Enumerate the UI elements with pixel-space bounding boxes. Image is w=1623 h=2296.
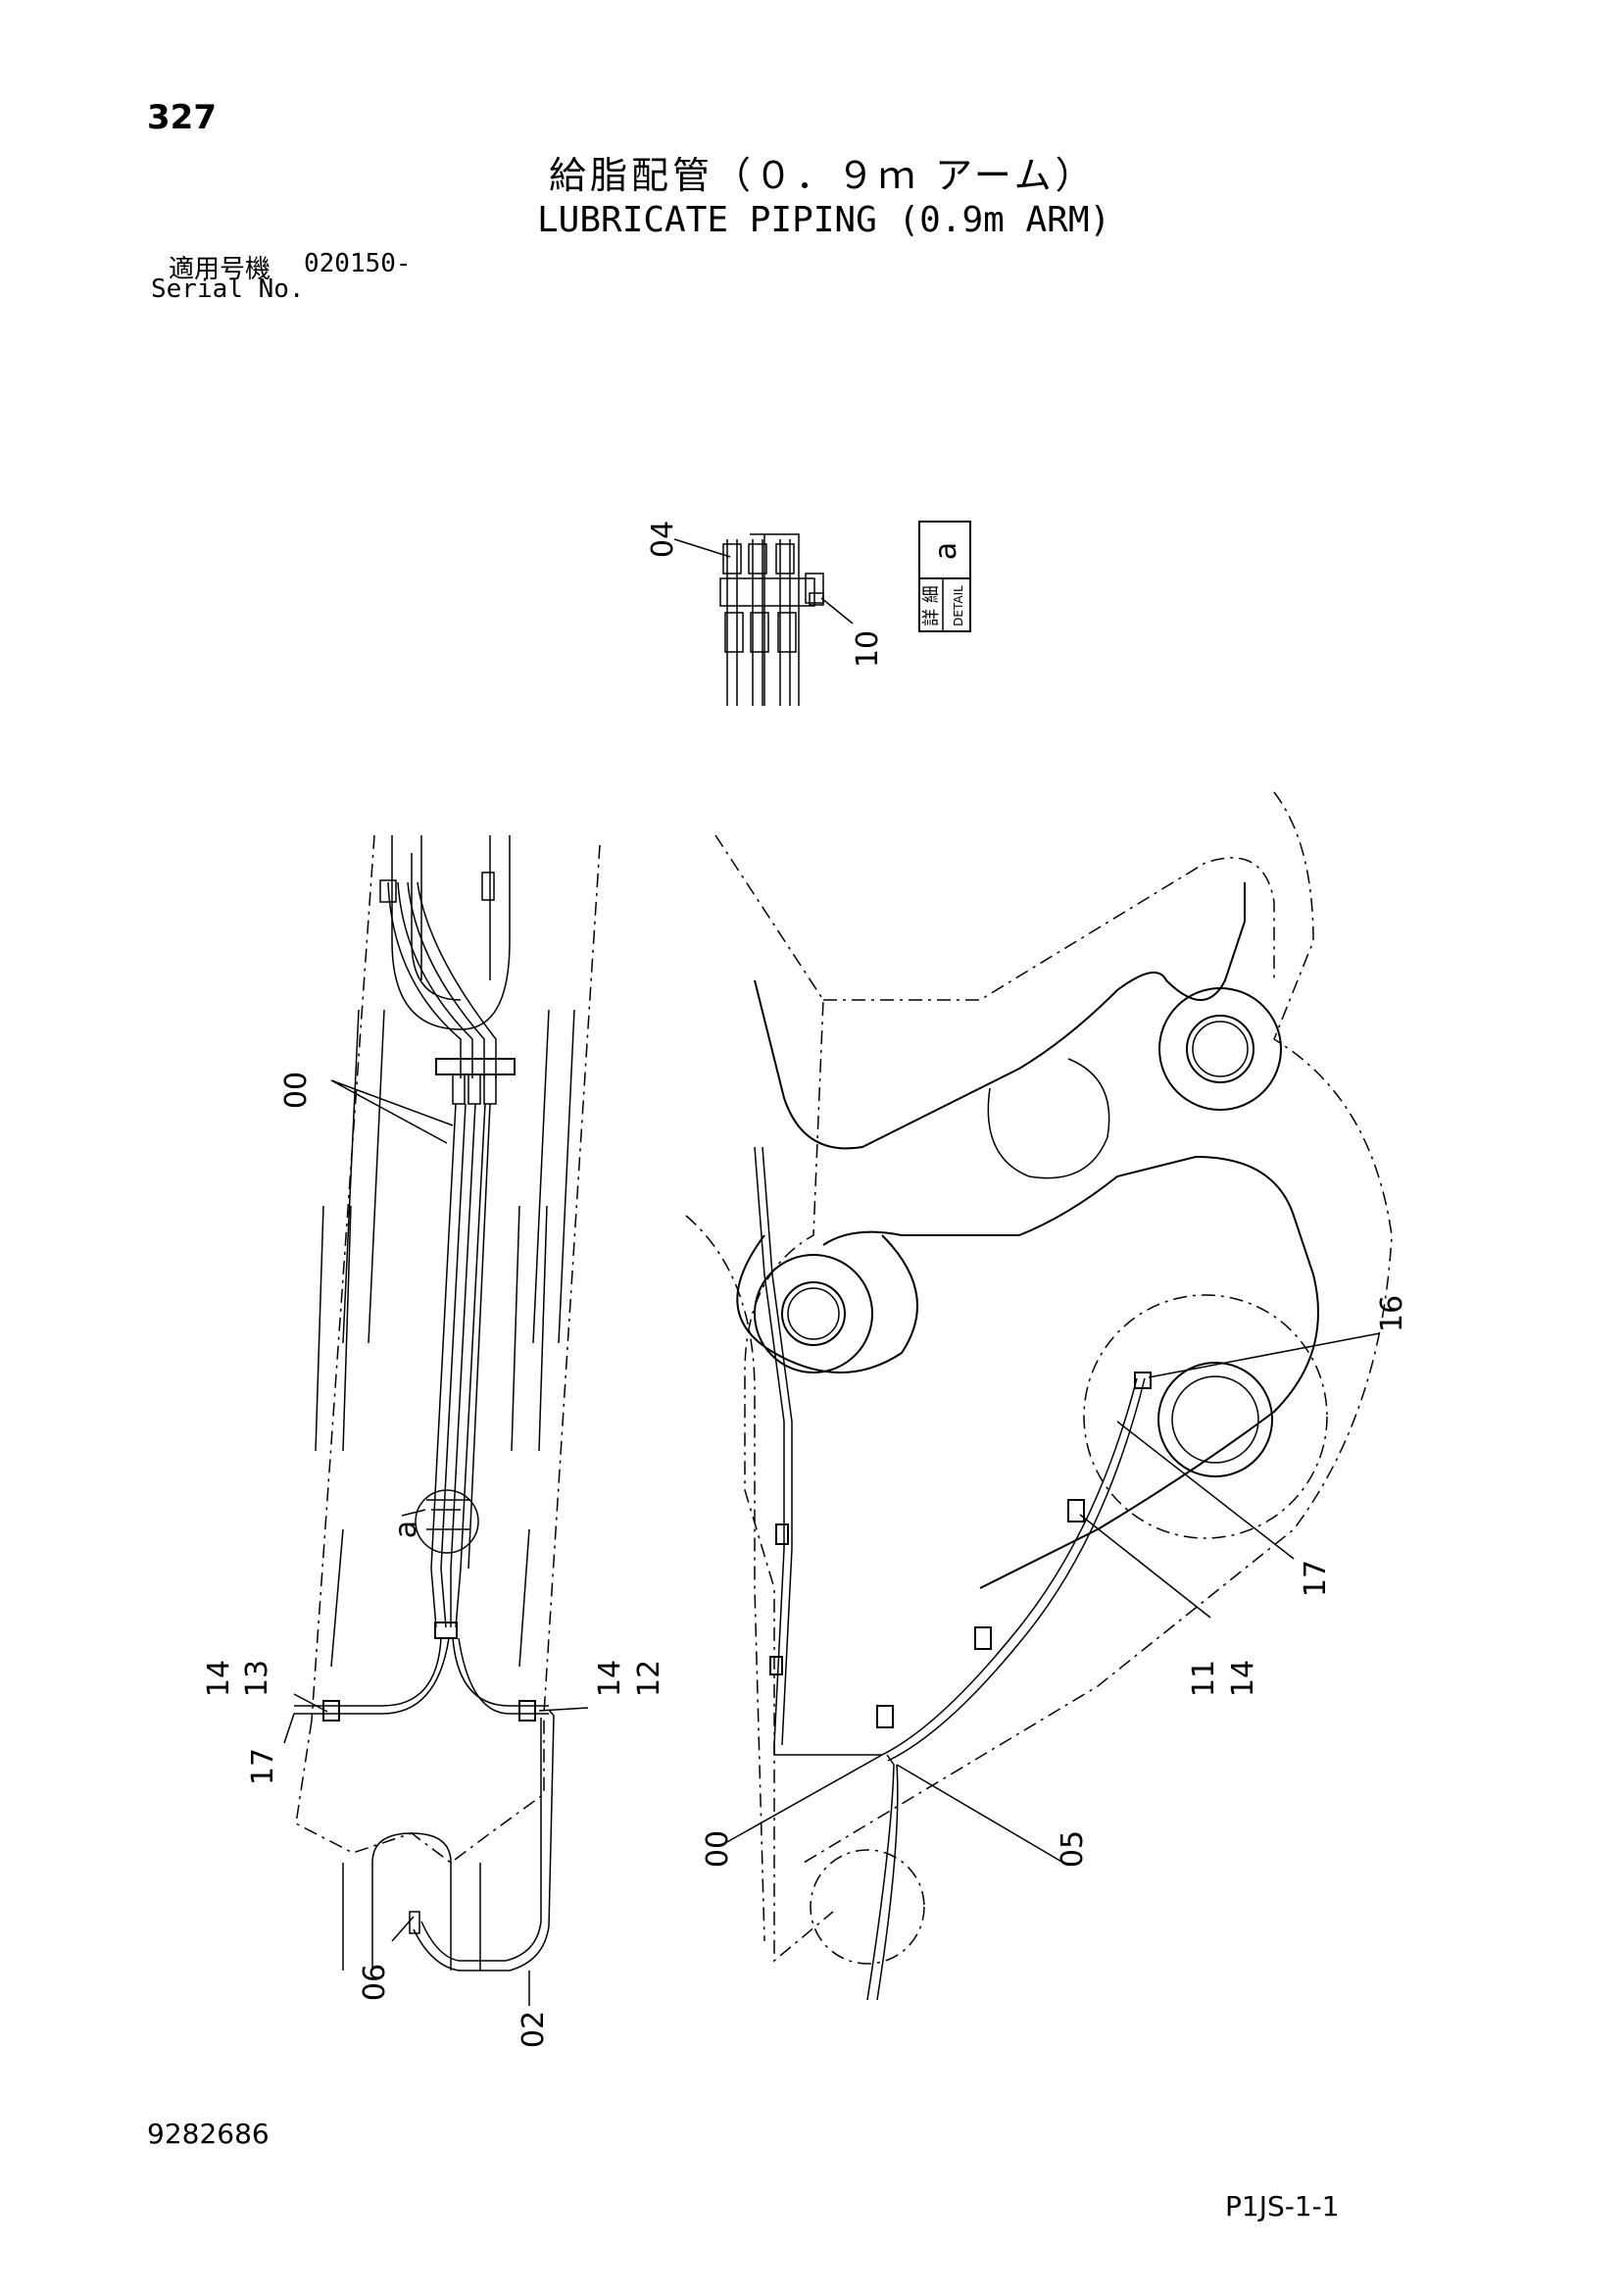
left-arm-view: 00 a 14 13 17 14 12 06 02 <box>202 834 666 2048</box>
callout-17-left: 17 <box>246 1748 280 1785</box>
callout-04: 04 <box>646 521 680 558</box>
detail-tag-japanese: 詳 細 <box>921 585 942 626</box>
pin-bottom <box>810 1849 925 1965</box>
callout-16: 16 <box>1375 1295 1409 1332</box>
page-number: 327 <box>147 98 217 137</box>
callout-02: 02 <box>516 2011 551 2048</box>
sheet-code: P1JS-1-1 <box>1225 2190 1340 2222</box>
detail-tag-english: DETAIL <box>952 585 965 626</box>
callout-05: 05 <box>1056 1830 1090 1868</box>
callout-00-left: 00 <box>279 1072 314 1109</box>
callout-10: 10 <box>851 630 885 668</box>
drawing-number: 9282686 <box>147 2118 270 2150</box>
serial-number-from: 020150- <box>304 249 412 278</box>
detail-tag: a 詳 細 DETAIL <box>918 521 971 632</box>
callout-14-right-view: 14 <box>1226 1660 1260 1697</box>
callout-a-marker: a <box>389 1521 423 1538</box>
callout-11: 11 <box>1187 1660 1221 1697</box>
title-english: LUBRICATE PIPING (0.9m ARM) <box>537 200 1111 240</box>
callout-17-right: 17 <box>1299 1560 1333 1597</box>
detail-tag-letter: a <box>929 542 963 560</box>
callout-12: 12 <box>632 1660 666 1697</box>
callout-06: 06 <box>358 1964 392 2001</box>
detail-a-view: a 詳 細 DETAIL 04 10 <box>646 521 971 706</box>
title-japanese: 給脂配管（０．９ｍ アーム） <box>549 154 1097 197</box>
right-arm-view: 16 17 11 14 00 05 <box>685 791 1409 2001</box>
serial-label-english: Serial No. <box>151 275 305 304</box>
callout-13-text: 13 <box>240 1660 274 1697</box>
serial-label-japanese: 適用号機 <box>169 255 271 284</box>
pin-upper <box>1158 987 1282 1111</box>
callout-14-right: 14 <box>593 1660 627 1697</box>
pin-middle <box>754 1254 873 1373</box>
callout-14-left: 14 <box>202 1660 236 1697</box>
callout-00-right: 00 <box>701 1830 735 1868</box>
pin-lower-right <box>1083 1294 1328 1539</box>
